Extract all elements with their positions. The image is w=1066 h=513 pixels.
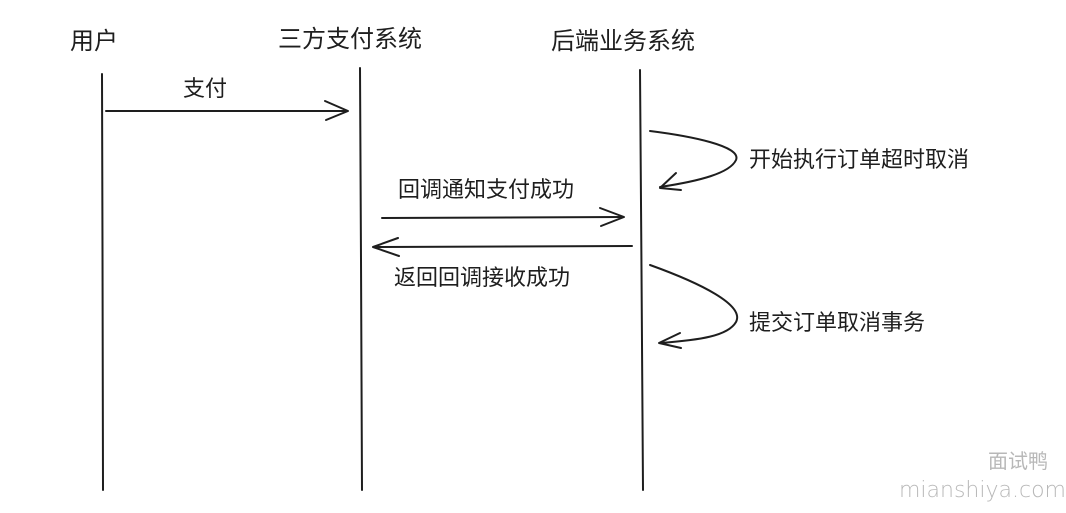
self-arrowhead-cancel <box>658 332 682 349</box>
message-arrowhead-callback <box>599 207 625 227</box>
self-arrow-cancel <box>649 264 739 344</box>
self-arrow-timeout <box>649 130 738 188</box>
participant-payment-system: 三方支付系统 <box>278 25 422 53</box>
watermark-brand: 面试鸭 <box>988 449 1048 473</box>
message-arrowhead-response <box>372 237 400 257</box>
message-arrow-response <box>373 245 633 248</box>
message-label-response: 返回回调接收成功 <box>394 266 571 291</box>
watermark-url: mianshiya.com <box>899 478 1066 503</box>
message-label-pay: 支付 <box>183 77 228 102</box>
lifeline-backend-system <box>639 69 644 491</box>
participant-user: 用户 <box>70 27 118 55</box>
message-label-callback: 回调通知支付成功 <box>398 178 575 203</box>
lifeline-payment-system <box>359 67 363 491</box>
participant-backend-system: 后端业务系统 <box>551 27 695 55</box>
self-arrowhead-timeout <box>659 172 682 191</box>
lifeline-user <box>101 73 104 491</box>
self-note-timeout: 开始执行订单超时取消 <box>749 148 970 173</box>
self-note-cancel: 提交订单取消事务 <box>749 311 926 336</box>
message-arrow-callback <box>381 216 624 219</box>
message-arrowhead-pay <box>324 100 349 121</box>
